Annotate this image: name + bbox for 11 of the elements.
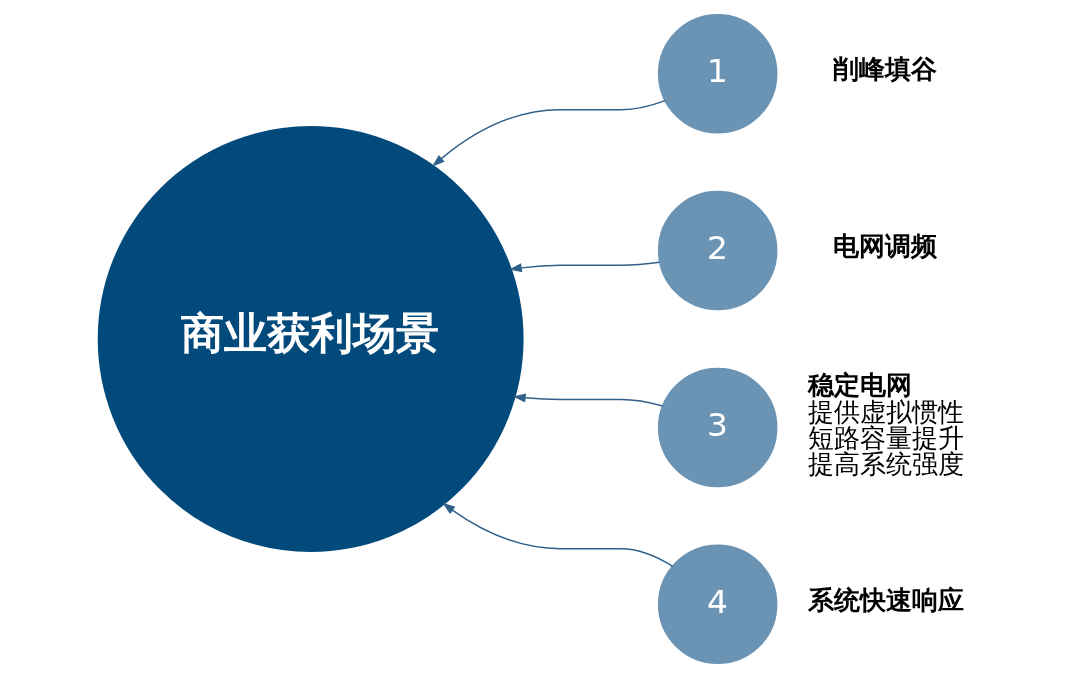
arrow [431,99,666,167]
node-circle: 2 [657,190,777,311]
node-circle: 4 [657,544,777,665]
node-circle: 1 [657,13,777,134]
arrow [441,502,673,567]
node-circle: 3 [657,367,777,488]
node-label: 系统快速响应 [807,584,964,615]
arrow [508,261,660,273]
arrow [512,393,663,407]
node-label: 电网调频 [832,231,937,262]
node-label: 削峰填谷 [832,54,937,85]
